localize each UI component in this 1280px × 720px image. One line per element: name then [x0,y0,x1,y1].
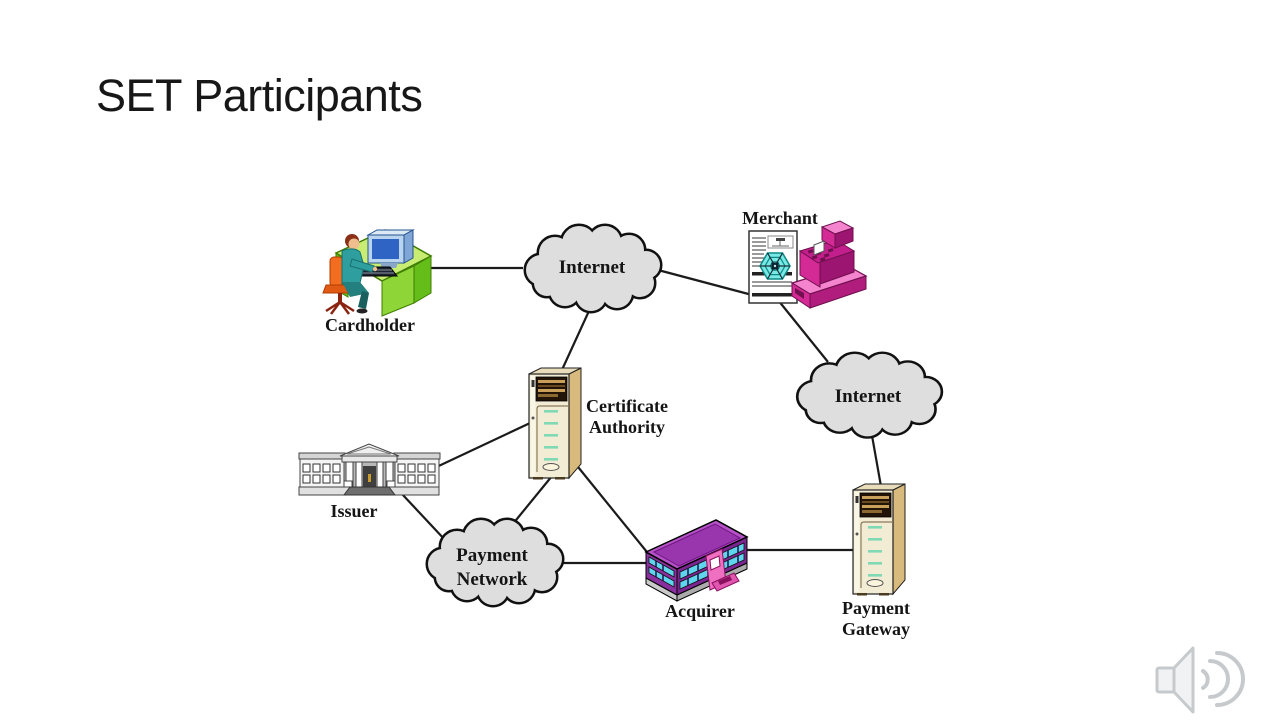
speaker-icon[interactable] [1155,646,1245,714]
workstation-desk-icon [322,229,433,317]
certificate-authority-label-line1: Certificate [586,396,668,416]
issuer-label: Issuer [330,501,377,521]
edge-certificate-authority-acquirer [573,461,656,563]
bank-building-icon [298,443,441,496]
node-internet-top: Internet [526,226,660,311]
edge-issuer-certificate-authority [427,415,546,472]
node-cardholder: Cardholder [322,229,433,335]
edge-internet-right-payment-gateway [869,429,884,493]
internet-right-label: Internet [835,386,902,407]
certificate-authority-label-line2: Authority [589,417,665,437]
payment-gateway-label-line2: Gateway [842,619,910,639]
page-title: SET Participants [96,70,423,121]
payment-network-label-line2: Network [457,569,528,590]
cash-register-icon [790,220,868,309]
server-tower-icon [852,483,906,597]
acquirer-label: Acquirer [665,601,735,621]
node-payment-network: Payment Network [428,520,562,605]
merchant-label: Merchant [742,208,818,228]
edge-certificate-authority-payment-network [511,475,553,526]
node-merchant: Merchant [742,208,868,309]
atm-icon [705,548,740,592]
edge-issuer-payment-network [401,493,447,542]
payment-gateway-label-line1: Payment [842,598,910,618]
cardholder-label: Cardholder [325,315,415,335]
office-building-icon [644,519,749,602]
node-acquirer: Acquirer [644,519,749,621]
edge-internet-top-merchant [657,268,757,298]
payment-network-label-line1: Payment [456,545,528,566]
node-payment-gateway: Payment Gateway [842,483,910,639]
node-internet-right: Internet [799,354,941,436]
edge-merchant-internet-right [777,299,829,363]
internet-top-label: Internet [559,257,626,278]
web-page-icon [748,230,798,304]
server-tower-icon [528,367,582,481]
node-certificate-authority: Certificate Authority [528,367,668,481]
node-issuer: Issuer [298,443,441,521]
